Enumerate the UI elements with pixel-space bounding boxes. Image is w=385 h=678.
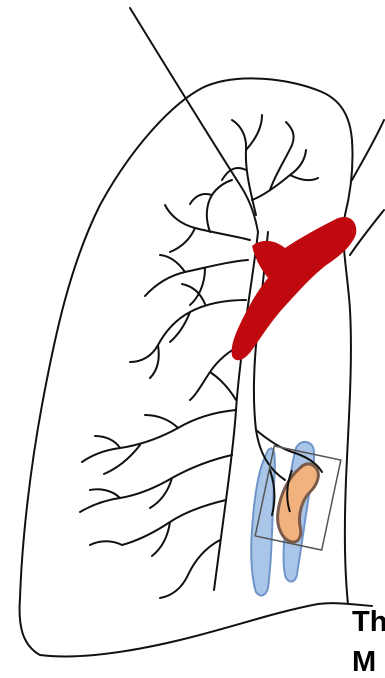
caption-line-2: M: [352, 646, 376, 678]
lower-branch-1: [82, 410, 236, 474]
upper-branch-2: [165, 180, 250, 252]
lung-outline: [20, 78, 372, 656]
vein-left-segment: [251, 448, 275, 595]
nodule: [278, 464, 319, 542]
upper-branch-3: [145, 255, 248, 305]
caption-line-1: Th: [352, 606, 385, 638]
lower-branch-2: [80, 455, 232, 512]
lower-branch-4: [160, 540, 220, 598]
right-edge-line-top: [352, 120, 384, 180]
upper-branch-1: [222, 115, 318, 215]
mid-branch-1: [130, 284, 246, 378]
lower-branch-3: [90, 500, 226, 556]
